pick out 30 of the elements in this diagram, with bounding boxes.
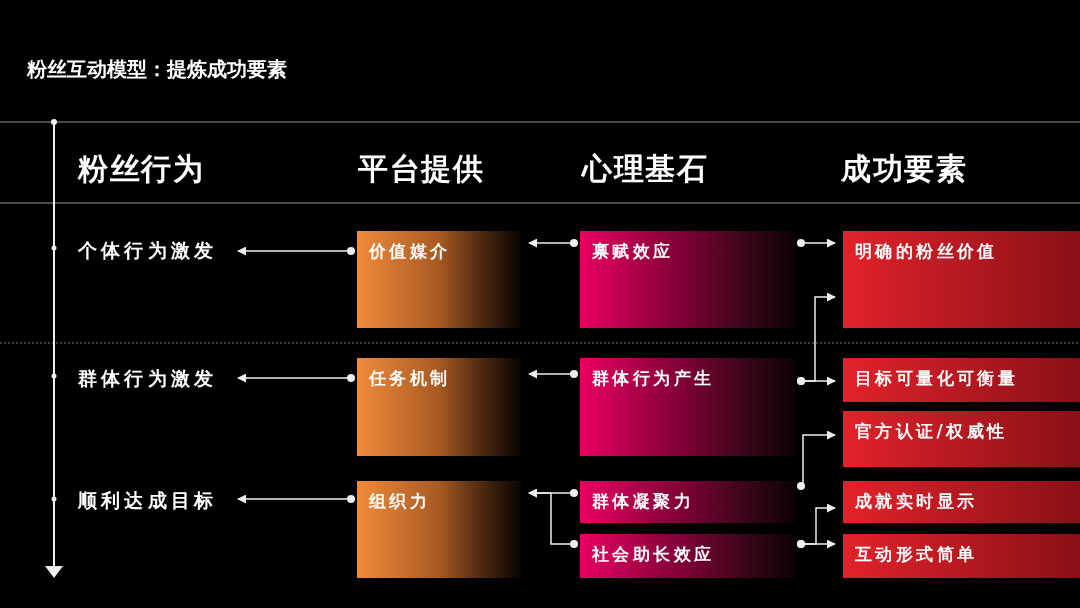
arrow: [797, 430, 836, 490]
psychology-box: 群体凝聚力: [580, 481, 795, 523]
column-header: 粉丝行为: [78, 150, 204, 188]
success-factor-box: 成就实时显示: [843, 481, 1080, 523]
psychology-box: 群体行为产生: [580, 358, 795, 456]
title: 粉丝互动模型：提炼成功要素: [27, 56, 287, 83]
arrow: [528, 369, 578, 379]
arrow: [528, 488, 578, 548]
psychology-box: 禀赋效应: [580, 231, 795, 328]
success-factor-box: 明确的粉丝价值: [843, 231, 1080, 328]
arrow: [237, 494, 355, 504]
column-header: 平台提供: [358, 150, 484, 188]
success-factor-box: 互动形式简单: [843, 534, 1080, 578]
column-header: 成功要素: [841, 150, 967, 188]
success-factor-box: 官方认证/权威性: [843, 411, 1080, 467]
arrow: [237, 246, 355, 256]
platform-box: 组织力: [357, 481, 521, 578]
arrow: [797, 238, 836, 248]
arrow: [797, 539, 836, 549]
psychology-box: 社会助长效应: [580, 534, 795, 578]
column-header: 心理基石: [582, 150, 708, 188]
arrow: [237, 373, 355, 383]
behavior-label: 个体行为激发: [78, 236, 230, 264]
success-factor-box: 目标可量化可衡量: [843, 358, 1080, 402]
platform-box: 价值媒介: [357, 231, 521, 328]
behavior-label: 顺利达成目标: [78, 486, 230, 514]
behavior-label: 群体行为激发: [78, 364, 230, 392]
arrow: [797, 376, 836, 386]
arrow: [528, 238, 578, 248]
platform-box: 任务机制: [357, 358, 521, 456]
